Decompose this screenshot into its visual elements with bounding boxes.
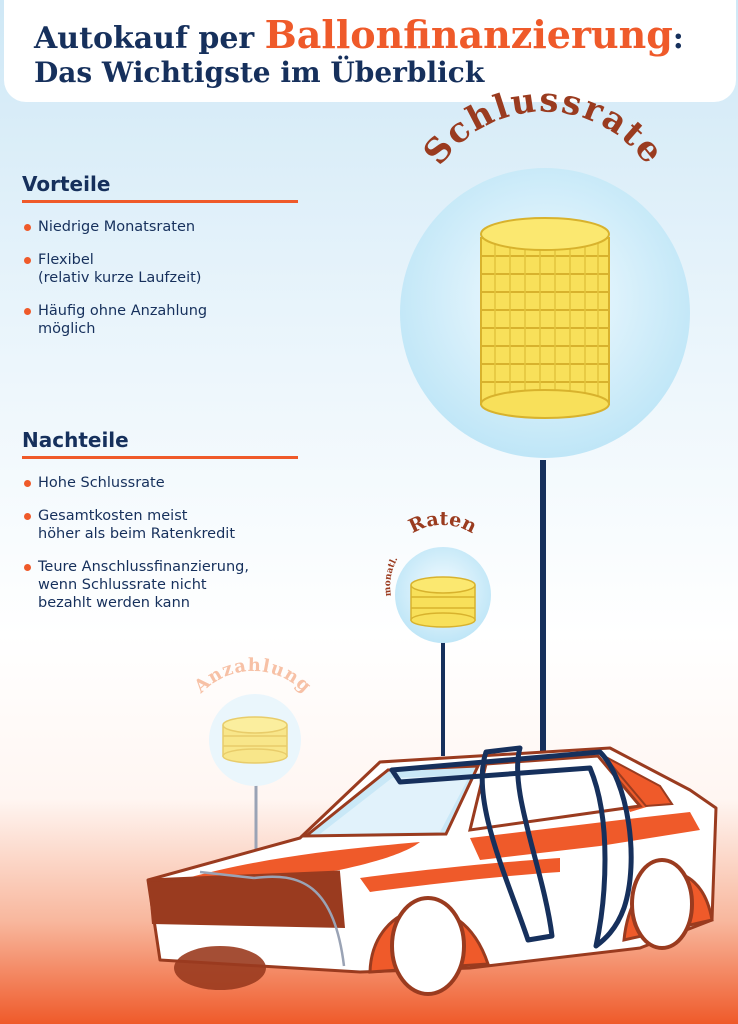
title-card: Autokauf per Ballonfinanzierung: Das Wic… (4, 0, 736, 102)
list-item: Gesamtkosten meist höher als beim Ratenkr… (24, 507, 314, 543)
svg-text:Anzahlung: Anzahlung (189, 655, 315, 698)
list-item-text: Teure Anschlussfinanzierung, (38, 559, 249, 575)
list-item: Teure Anschlussfinanzierung, wenn Schluss… (24, 558, 314, 612)
title-part1: Autokauf per (34, 21, 265, 56)
list-item: Flexibel (relativ kurze Laufzeit) (24, 251, 314, 287)
list-item-text: Gesamtkosten meist (38, 508, 188, 524)
anzahlung-bubble: Anzahlung (189, 655, 315, 786)
list-item: Häufig ohne Anzahlung möglich (24, 302, 314, 338)
coin-stack-icon (410, 576, 476, 628)
bullet-dot-icon (24, 257, 31, 264)
svg-text:Raten: Raten (405, 508, 480, 538)
list-item-text: wenn Schlussrate nicht (38, 577, 207, 593)
vorteile-heading: Vorteile (22, 172, 298, 203)
bullet-dot-icon (24, 513, 31, 520)
list-item-text: möglich (38, 321, 96, 337)
vorteile-list: Niedrige Monatsraten Flexibel (relativ ku… (24, 218, 314, 353)
anzahlung-label: Anzahlung (189, 655, 314, 698)
list-item-text: Niedrige Monatsraten (38, 219, 196, 235)
list-item-text: Häufig ohne Anzahlung (38, 303, 208, 319)
raten-label: Raten (405, 508, 480, 538)
list-item: Hohe Schlussrate (24, 474, 314, 492)
nachteile-heading: Nachteile (22, 428, 298, 459)
list-item: Niedrige Monatsraten (24, 218, 314, 236)
page-title: Autokauf per Ballonfinanzierung: (34, 12, 684, 57)
raten-bubble: Raten monatl. (383, 508, 491, 643)
schlussrate-bubble: Schlussrate (400, 80, 690, 458)
svg-text:Schlussrate: Schlussrate (416, 80, 673, 172)
coin-stack-icon (222, 716, 288, 764)
bullet-dot-icon (24, 308, 31, 315)
car-illustration (146, 745, 718, 996)
title-colon: : (672, 21, 684, 56)
schlussrate-label: Schlussrate (416, 80, 671, 172)
list-item-text: Hohe Schlussrate (38, 475, 165, 491)
bullet-dot-icon (24, 480, 31, 487)
nachteile-list: Hohe Schlussrate Gesamtkosten meist höher… (24, 474, 314, 627)
list-item-text: (relativ kurze Laufzeit) (38, 270, 202, 286)
list-item-text: bezahlt werden kann (38, 595, 190, 611)
coin-stack-icon (480, 217, 610, 419)
title-highlight: Ballonfinanzierung (264, 12, 673, 57)
bullet-dot-icon (24, 564, 31, 571)
list-item-text: Flexibel (38, 252, 94, 268)
bullet-dot-icon (24, 224, 31, 231)
page-subtitle: Das Wichtigste im Überblick (34, 56, 485, 89)
list-item-text: höher als beim Ratenkredit (38, 526, 236, 542)
